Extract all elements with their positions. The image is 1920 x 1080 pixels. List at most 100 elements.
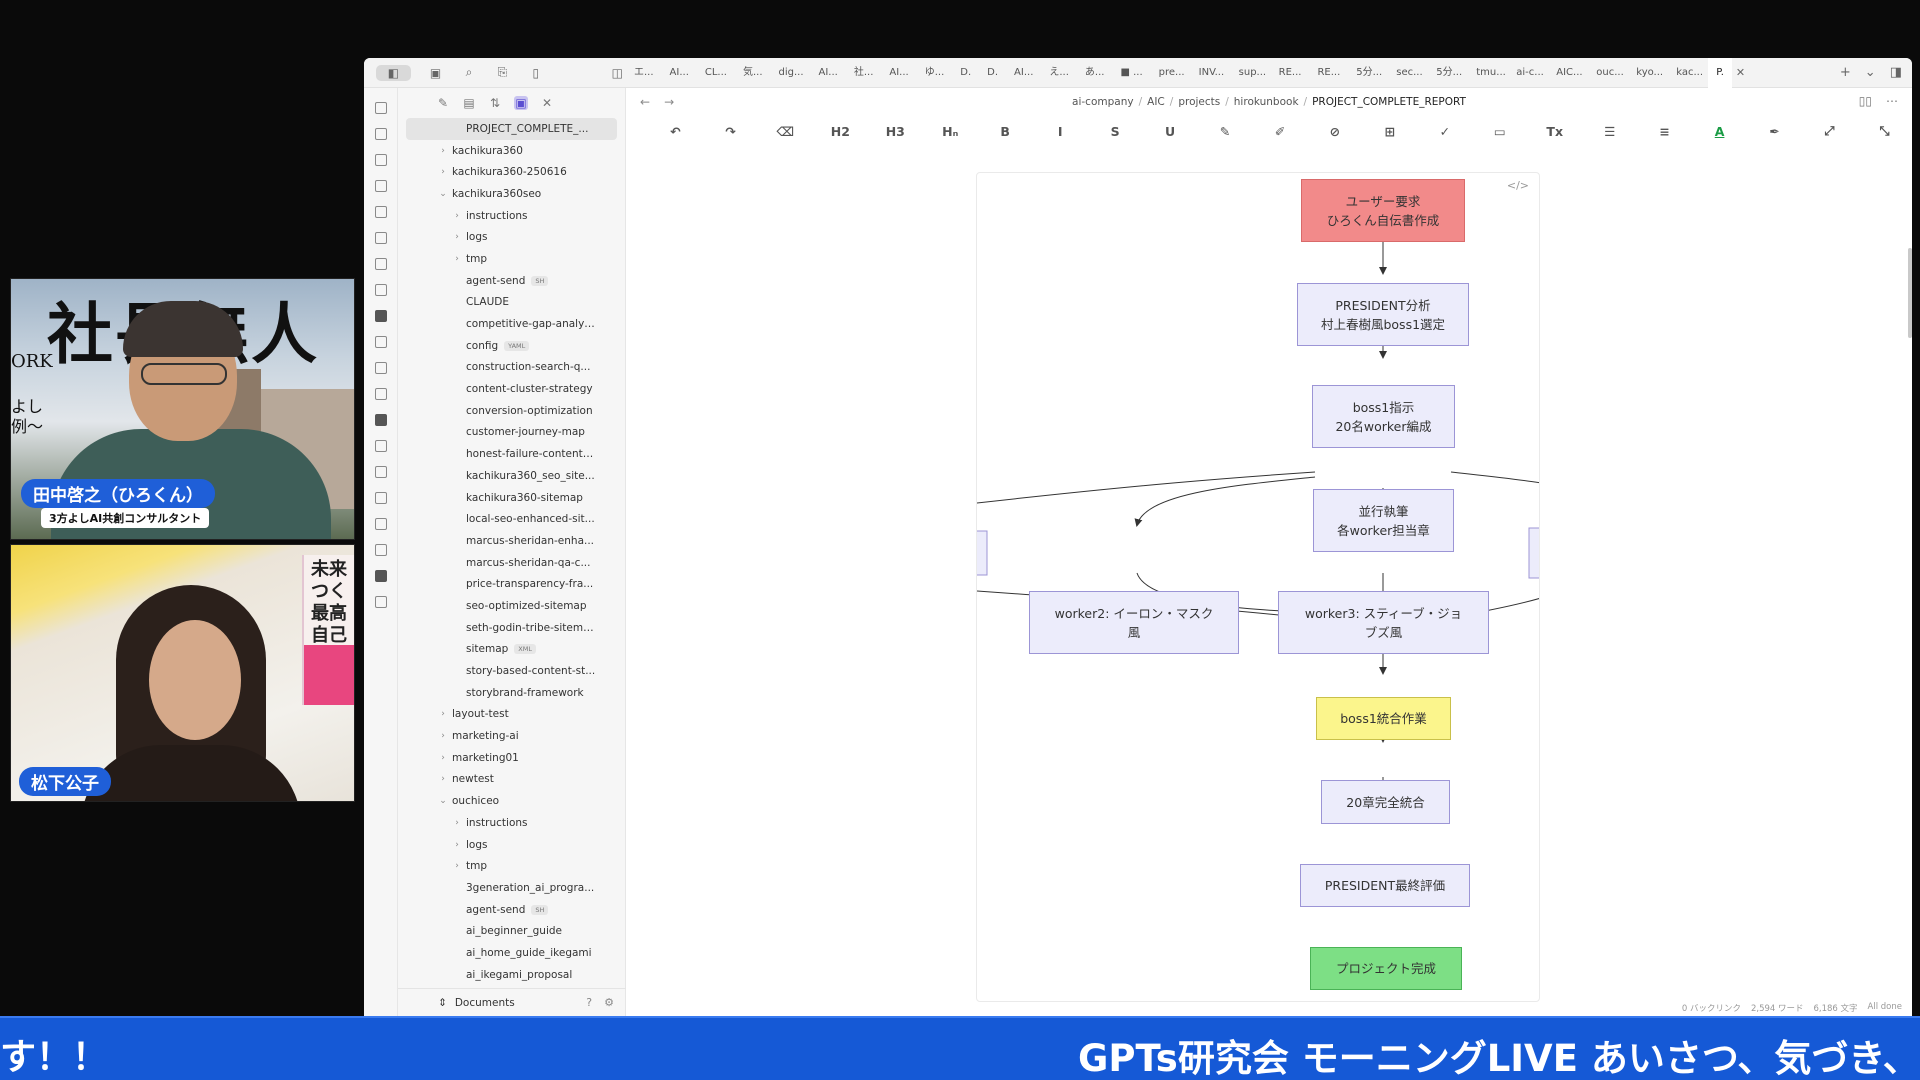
chevron-right-icon[interactable]: › (441, 752, 445, 763)
sidebar-toggle-button[interactable]: ◧ (376, 64, 411, 81)
tree-file[interactable]: ai_beginner_guide (398, 920, 625, 942)
breadcrumb-item[interactable]: PROJECT_COMPLETE_REPORT (1312, 96, 1466, 108)
kanban-icon[interactable] (374, 284, 387, 296)
tab-12[interactable]: え... (1049, 66, 1069, 78)
help-icon[interactable]: ? (586, 996, 593, 1009)
align-icon[interactable]: ≡ (1659, 123, 1670, 139)
tab-25[interactable]: AIC... (1556, 66, 1583, 78)
tab-23[interactable]: tmu... (1476, 66, 1506, 78)
sync-status[interactable]: All done (1867, 1002, 1902, 1012)
tree-file[interactable]: ai_home_guide_ikegami (398, 942, 625, 964)
chevron-right-icon[interactable]: › (441, 709, 445, 720)
folder-icon[interactable]: ▣ (429, 65, 442, 80)
tree-file[interactable]: conversion-optimization (398, 400, 625, 422)
close-tab-icon[interactable]: ✕ (1735, 66, 1746, 79)
underline-icon[interactable]: U (1164, 123, 1176, 139)
tree-file[interactable]: content-cluster-strategy (398, 378, 625, 400)
tree-folder[interactable]: ›instructions (398, 812, 625, 834)
tree-folder[interactable]: ›logs (398, 226, 625, 248)
font-color-icon[interactable]: A (1714, 123, 1725, 139)
backlinks-count[interactable]: 0 バックリンク (1681, 1004, 1741, 1014)
tree-folder[interactable]: ›tmp (398, 855, 625, 877)
tree-folder[interactable]: ›tmp (398, 248, 625, 270)
tab-8[interactable]: ゆ... (924, 66, 945, 78)
tab-28[interactable]: kac... (1676, 66, 1704, 78)
undo-icon[interactable]: ↶ (670, 123, 681, 139)
back-arrow-icon[interactable]: ← (640, 95, 651, 109)
terminal-icon[interactable] (374, 232, 387, 244)
layout-icon[interactable] (374, 362, 387, 374)
attachment-icon[interactable]: ⊘ (1329, 123, 1341, 139)
search-icon[interactable]: ⌕ (465, 65, 473, 79)
tree-folder[interactable]: ›instructions (398, 205, 625, 227)
reading-view-icon[interactable]: ▯▯ (1858, 94, 1872, 108)
tab-2[interactable]: CL... (704, 66, 727, 78)
chevron-right-icon[interactable]: › (441, 731, 445, 742)
more-options-icon[interactable]: ⋯ (1886, 94, 1898, 108)
new-folder-icon[interactable]: ▤ (463, 96, 475, 110)
text-format-icon[interactable]: Tx (1546, 123, 1564, 139)
reveal-active-file-icon[interactable]: ▣ (514, 96, 528, 110)
tree-file[interactable]: storybrand-framework (398, 682, 625, 704)
brush-icon[interactable]: ✒ (1769, 123, 1780, 139)
calendar-3-icon[interactable] (374, 596, 387, 608)
image-icon[interactable] (374, 466, 387, 478)
new-note-icon[interactable]: ✎ (437, 96, 449, 110)
tree-file[interactable]: customer-journey-map (398, 422, 625, 444)
vault-name[interactable]: Documents (454, 996, 515, 1009)
tab-6[interactable]: 社... (853, 66, 874, 78)
table-icon[interactable] (374, 258, 387, 270)
tree-folder[interactable]: ⌄kachikura360seo (398, 183, 625, 205)
fullscreen-icon[interactable]: ⤢ (1824, 123, 1835, 138)
tree-folder[interactable]: ›layout-test (398, 704, 625, 726)
tab-5[interactable]: AI... (818, 66, 838, 78)
tree-file[interactable]: kachikura360-sitemap (398, 487, 625, 509)
lightbulb-icon[interactable] (374, 492, 387, 504)
list-icon[interactable]: ☰ (1604, 123, 1616, 139)
pen-icon[interactable]: ✐ (1274, 123, 1286, 139)
tree-file[interactable]: marcus-sheridan-qa-c... (398, 552, 625, 574)
tab-19[interactable]: RE... (1317, 66, 1341, 78)
chevron-right-icon[interactable]: › (441, 167, 445, 178)
chevron-right-icon[interactable]: › (455, 861, 459, 872)
chevron-down-icon[interactable]: ⌄ (439, 188, 447, 199)
strikethrough-icon[interactable]: S (1110, 123, 1120, 139)
tree-file[interactable]: CLAUDE (398, 292, 625, 314)
chevron-right-icon[interactable]: › (441, 774, 445, 785)
checkbox-icon[interactable]: ✓ (1439, 123, 1451, 139)
chevron-right-icon[interactable]: › (455, 839, 459, 850)
right-sidebar-toggle-icon[interactable]: ◨ (1889, 65, 1902, 80)
tools-icon[interactable] (374, 310, 387, 322)
tab-17[interactable]: sup... (1238, 66, 1267, 78)
chevron-right-icon[interactable]: › (455, 817, 459, 828)
tree-file[interactable]: seo-optimized-sitemap (398, 595, 625, 617)
chevron-right-icon[interactable]: › (455, 253, 459, 264)
forward-arrow-icon[interactable]: → (664, 95, 675, 109)
tab-29[interactable]: P. (1708, 58, 1732, 88)
heading3-icon[interactable]: H3 (885, 123, 905, 139)
clear-format-icon[interactable]: ⌫ (776, 123, 795, 139)
tab-26[interactable]: ouc... (1596, 66, 1624, 78)
info-icon[interactable] (374, 414, 387, 426)
heading2-icon[interactable]: H2 (830, 123, 850, 139)
box-icon[interactable] (374, 440, 387, 452)
new-tab-icon[interactable]: + (1839, 65, 1851, 80)
breadcrumb-item[interactable]: AIC (1147, 96, 1165, 108)
tree-file[interactable]: competitive-gap-analysis (398, 313, 625, 335)
collapse-icon[interactable]: ⤡ (1879, 123, 1890, 138)
tab-7[interactable]: AI... (889, 66, 909, 78)
tab-14[interactable]: ■ ... (1120, 66, 1143, 78)
tree-folder[interactable]: ›kachikura360-250616 (398, 161, 625, 183)
chevron-right-icon[interactable]: › (441, 145, 445, 156)
bookmark-icon[interactable]: ⎘ (497, 65, 508, 79)
comment-icon[interactable]: ▭ (1493, 123, 1506, 139)
calendar-icon[interactable] (374, 180, 387, 192)
breadcrumb-item[interactable]: hirokunbook (1233, 96, 1299, 108)
editor-scrollbar[interactable] (1908, 248, 1912, 338)
tab-22[interactable]: 5分... (1436, 66, 1463, 78)
vault-chevron-icon[interactable]: ⇕ (438, 996, 447, 1009)
tree-file[interactable]: story-based-content-st... (398, 660, 625, 682)
tree-file[interactable]: kachikura360_seo_site... (398, 465, 625, 487)
doc-icon[interactable] (374, 102, 387, 114)
highlight-icon[interactable]: ✎ (1219, 123, 1231, 139)
